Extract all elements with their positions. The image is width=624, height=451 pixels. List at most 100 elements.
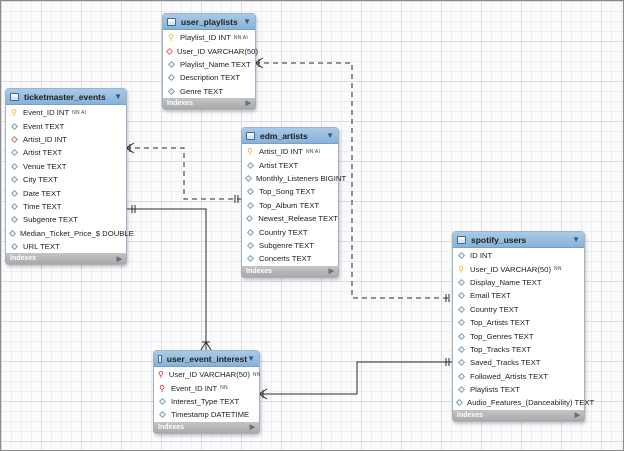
table-spotify-users[interactable]: spotify_users▼ ID INT⚲User_ID VARCHAR(50)… bbox=[452, 231, 594, 422]
column-row[interactable]: ⚲User_ID VARCHAR(50)NN bbox=[154, 368, 260, 381]
column-row[interactable]: Playlists TEXT bbox=[453, 383, 584, 396]
table-header[interactable]: edm_artists▼ bbox=[242, 128, 338, 144]
expand-arrow-icon[interactable]: ▶ bbox=[245, 100, 251, 108]
indexes-footer[interactable]: Indexes ▶ bbox=[242, 265, 338, 277]
column-row[interactable]: Interest_Type TEXT bbox=[154, 395, 259, 408]
column-row[interactable]: Timestamp DATETIME bbox=[154, 408, 259, 421]
table-icon bbox=[167, 17, 176, 26]
column-row[interactable]: Median_Ticket_Price_$ DOUBLE bbox=[6, 227, 134, 240]
foreign-column-diamond-icon bbox=[165, 47, 174, 55]
column-definition: Top_Album TEXT bbox=[259, 200, 320, 210]
rel-playlists-users[interactable] bbox=[255, 62, 452, 299]
indexes-label: Indexes bbox=[246, 267, 273, 275]
column-row[interactable]: Description TEXT bbox=[163, 71, 255, 84]
column-row[interactable]: Top_Tracks TEXT bbox=[453, 343, 584, 356]
column-definition: ID INT bbox=[470, 251, 493, 261]
column-key-slot bbox=[246, 255, 254, 263]
expand-arrow-icon[interactable]: ▶ bbox=[574, 412, 580, 420]
column-row[interactable]: Time TEXT bbox=[6, 200, 126, 213]
column-diamond-icon bbox=[167, 87, 175, 95]
column-definition: Country TEXT bbox=[259, 227, 308, 237]
table-header[interactable]: ticketmaster_events▼ bbox=[6, 89, 126, 105]
column-row[interactable]: Subgenre TEXT bbox=[242, 239, 338, 252]
column-definition: Saved_Tracks TEXT bbox=[470, 358, 541, 368]
table-name: user_playlists bbox=[181, 16, 238, 27]
column-row[interactable]: Audio_Features_(Danceability) TEXT bbox=[453, 396, 594, 409]
column-diamond-icon bbox=[10, 122, 18, 130]
collapse-arrow-icon[interactable]: ▼ bbox=[326, 131, 334, 140]
rel-users-interest[interactable] bbox=[259, 361, 452, 395]
indexes-footer[interactable]: Indexes▶ bbox=[163, 97, 255, 109]
rel-events-artists[interactable] bbox=[126, 147, 241, 200]
indexes-footer[interactable]: Indexes▶ bbox=[453, 409, 584, 421]
column-row[interactable]: ⚲User_ID VARCHAR(50)NN bbox=[453, 262, 584, 275]
column-definition: Subgenre TEXT bbox=[259, 240, 314, 250]
column-row[interactable]: Artist TEXT bbox=[242, 158, 338, 171]
column-row[interactable]: Date TEXT bbox=[6, 186, 126, 199]
column-row[interactable]: Monthly_Listeners BIGINT bbox=[242, 172, 346, 185]
column-row[interactable]: User_ID VARCHAR(50) bbox=[163, 44, 258, 57]
expand-arrow-icon[interactable]: ▶ bbox=[116, 255, 122, 263]
column-flags: NN AI bbox=[72, 109, 87, 116]
column-row[interactable]: Country TEXT bbox=[242, 225, 338, 238]
column-row[interactable]: Top_Artists TEXT bbox=[453, 316, 584, 329]
indexes-footer[interactable]: Indexes▶ bbox=[154, 421, 259, 433]
table-header[interactable]: spotify_users▼ bbox=[453, 232, 584, 248]
column-row[interactable]: Top_Genres TEXT bbox=[453, 329, 584, 342]
column-row[interactable]: Newest_Release TEXT bbox=[242, 212, 338, 225]
collapse-arrow-icon[interactable]: ▼ bbox=[247, 354, 255, 363]
expand-arrow-icon[interactable]: ▶ bbox=[249, 424, 255, 432]
table-header[interactable]: user_event_interest▼ bbox=[154, 351, 259, 367]
column-row[interactable]: Top_Album TEXT bbox=[242, 199, 338, 212]
column-row[interactable]: Subgenre TEXT bbox=[6, 213, 126, 226]
column-row[interactable]: Artist TEXT bbox=[6, 146, 126, 159]
column-diamond-icon bbox=[158, 397, 166, 406]
column-row[interactable]: Top_Song TEXT bbox=[242, 185, 338, 198]
column-row[interactable]: Saved_Tracks TEXT bbox=[453, 356, 584, 369]
column-diamond-icon bbox=[246, 255, 254, 263]
expand-arrow-icon[interactable]: ▶ bbox=[328, 268, 334, 276]
column-row[interactable]: Display_Name TEXT bbox=[453, 276, 584, 289]
column-row[interactable]: Artist_ID INT bbox=[6, 133, 126, 146]
column-row[interactable]: City TEXT bbox=[6, 173, 126, 186]
column-row[interactable]: ID INT bbox=[453, 249, 584, 262]
table-icon bbox=[158, 354, 162, 363]
column-row[interactable]: URL TEXT bbox=[6, 240, 126, 253]
column-row[interactable]: Concerts TEXT bbox=[242, 252, 338, 265]
primary-key-icon: ⚲ bbox=[247, 147, 253, 157]
column-row[interactable]: Playlist_Name TEXT bbox=[163, 58, 255, 71]
column-key-slot bbox=[10, 122, 18, 130]
column-key-slot bbox=[457, 305, 465, 313]
column-key-slot bbox=[10, 189, 18, 197]
column-diamond-icon bbox=[246, 241, 254, 249]
column-row[interactable]: Email TEXT bbox=[453, 289, 584, 302]
column-definition: Audio_Features_(Danceability) TEXT bbox=[467, 398, 595, 408]
column-row[interactable]: Venue TEXT bbox=[6, 160, 126, 173]
table-header[interactable]: user_playlists ▼ bbox=[163, 14, 255, 30]
collapse-arrow-icon[interactable]: ▼ bbox=[114, 92, 122, 101]
table-icon bbox=[457, 235, 466, 244]
column-key-slot bbox=[10, 243, 18, 251]
column-definition: Concerts TEXT bbox=[259, 254, 312, 264]
rel-events-interest[interactable] bbox=[126, 208, 207, 350]
column-diamond-icon bbox=[457, 359, 465, 367]
rel-end-mark bbox=[200, 341, 207, 351]
indexes-footer[interactable]: Indexes▶ bbox=[6, 253, 126, 265]
column-row[interactable]: Followed_Artists TEXT bbox=[453, 370, 584, 383]
column-row[interactable]: Event TEXT bbox=[6, 119, 126, 132]
column-definition: Timestamp DATETIME bbox=[171, 410, 250, 420]
collapse-arrow-icon[interactable]: ▼ bbox=[243, 17, 251, 26]
table-user-event-interest[interactable]: user_event_interest▼⚲User_ID VARCHAR(50)… bbox=[153, 350, 260, 434]
column-row[interactable]: Country TEXT bbox=[453, 303, 584, 316]
collapse-arrow-icon[interactable]: ▼ bbox=[572, 235, 580, 244]
column-row[interactable]: Genre TEXT bbox=[163, 85, 255, 98]
